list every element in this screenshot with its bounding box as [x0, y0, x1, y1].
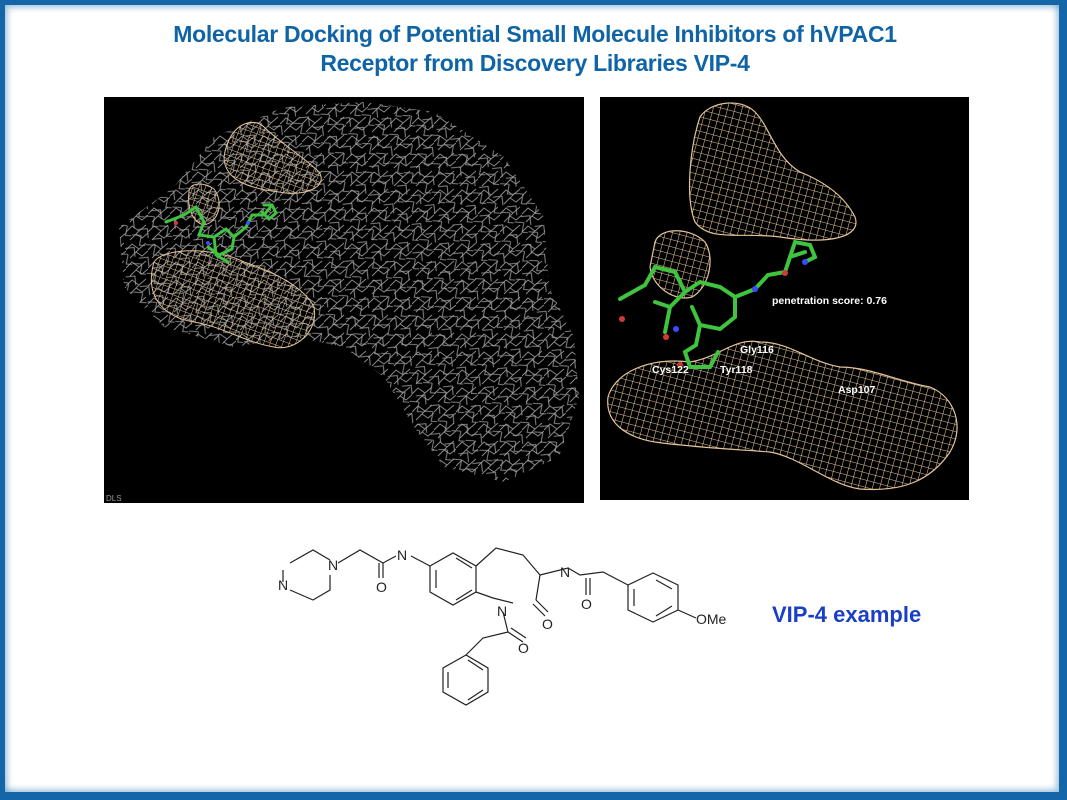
binding-pocket-image: penetration score: 0.76 Gly116 Cys122 Ty…	[600, 97, 969, 500]
residue-label-tyr118: Tyr118	[720, 364, 753, 376]
atom-o-amide-2: O	[581, 596, 592, 612]
residue-label-asp107: Asp107	[838, 384, 876, 396]
residue-label-cys122: Cys122	[652, 364, 689, 376]
binding-pocket-graphic	[607, 102, 958, 491]
receptor-wireframe-graphic	[119, 102, 579, 482]
atom-n-piperazine-low: N	[278, 577, 288, 593]
receptor-overview-image: DLS	[104, 97, 584, 503]
title-line-2: Receptor from Discovery Libraries VIP-4	[320, 50, 750, 76]
atom-o-amide-1: O	[376, 579, 387, 595]
atom-n-piperazine-high: N	[328, 557, 338, 573]
corner-watermark: DLS	[104, 494, 124, 503]
atom-o-lactam: O	[542, 616, 553, 632]
residue-label-gly116: Gly116	[740, 344, 774, 356]
atom-ome: OMe	[696, 611, 727, 627]
slide-title: Molecular Docking of Potential Small Mol…	[140, 20, 930, 78]
atom-o-acyl: O	[518, 640, 529, 656]
title-line-1: Molecular Docking of Potential Small Mol…	[173, 21, 897, 47]
atom-n-amide-1: N	[397, 547, 407, 563]
vip4-chemical-structure: N N N O N O N O O OMe	[278, 547, 727, 706]
atom-n-amide-2: N	[560, 564, 570, 580]
penetration-score-label: penetration score: 0.76	[772, 295, 887, 307]
vip4-example-caption: VIP-4 example	[772, 602, 922, 627]
atom-n-ring: N	[497, 603, 507, 619]
